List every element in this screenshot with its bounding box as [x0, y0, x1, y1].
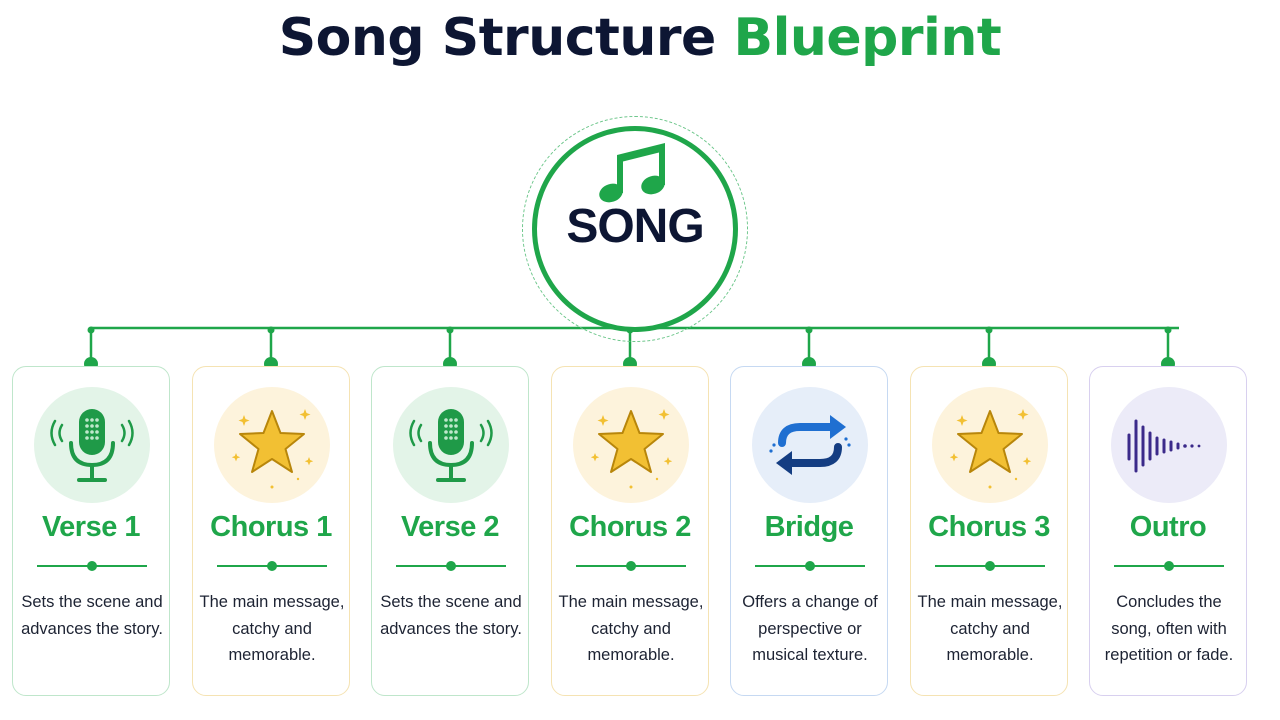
- repeat-arrows-icon: [769, 415, 851, 475]
- title-divider: [576, 561, 686, 571]
- fading-waveform-icon: [1127, 419, 1201, 473]
- icon-badge: [1111, 387, 1227, 503]
- title-divider: [755, 561, 865, 571]
- star-icon: [590, 409, 673, 489]
- icon-badge: [393, 387, 509, 503]
- connector-joint: [446, 326, 454, 334]
- title-divider: [37, 561, 147, 571]
- section-description: Sets the scene and advances the story.: [21, 593, 163, 638]
- section-title: Chorus 3: [928, 511, 1050, 543]
- music-note-icon: [599, 143, 665, 203]
- connector-joint: [267, 326, 275, 334]
- title-divider: [396, 561, 506, 571]
- title-main: Song Structure: [278, 8, 717, 68]
- section-description: The main message, catchy and memorable.: [917, 593, 1063, 664]
- section-description: Concludes the song, often with repetitio…: [1104, 593, 1234, 664]
- title-divider: [935, 561, 1045, 571]
- section-description: The main message, catchy and memorable.: [558, 593, 704, 664]
- star-icon: [949, 409, 1032, 489]
- section-card: Chorus 2 The main message, catchy and mem…: [551, 366, 709, 696]
- connector-joint: [87, 326, 95, 334]
- icon-badge: [573, 387, 689, 503]
- section-title: Verse 1: [41, 511, 141, 543]
- section-description: Offers a change of perspective or musica…: [742, 593, 878, 664]
- connector-joint: [805, 326, 813, 334]
- section-card: Chorus 3 The main message, catchy and mem…: [910, 366, 1068, 696]
- section-description: The main message, catchy and memorable.: [199, 593, 345, 664]
- section-title: Chorus 1: [210, 511, 332, 543]
- title-divider: [1114, 561, 1224, 571]
- star-icon: [231, 409, 314, 489]
- microphone-icon: [50, 409, 134, 482]
- icon-badge: [34, 387, 150, 503]
- section-card: Verse 2 Sets the scene and advances the s…: [371, 366, 529, 696]
- section-title: Outro: [1129, 511, 1207, 543]
- icon-badge: [932, 387, 1048, 503]
- section-title: Verse 2: [400, 511, 500, 543]
- section-title: Bridge: [764, 511, 854, 543]
- hub-ring: [522, 116, 748, 342]
- section-card: Chorus 1 The main message, catchy and mem…: [192, 366, 350, 696]
- section-description: Sets the scene and advances the story.: [380, 593, 522, 638]
- section-title: Chorus 2: [569, 511, 691, 543]
- title-divider: [217, 561, 327, 571]
- page-title: Song Structure Blueprint: [0, 6, 1280, 70]
- connector-joint: [985, 326, 993, 334]
- icon-badge: [752, 387, 868, 503]
- microphone-icon: [409, 409, 493, 482]
- section-card: Verse 1 Sets the scene and advances the s…: [12, 366, 170, 696]
- title-accent: Blueprint: [733, 8, 1002, 68]
- icon-badge: [214, 387, 330, 503]
- hub-label: SONG: [566, 200, 704, 253]
- connector-joint: [1164, 326, 1172, 334]
- song-hub: SONG: [532, 126, 738, 332]
